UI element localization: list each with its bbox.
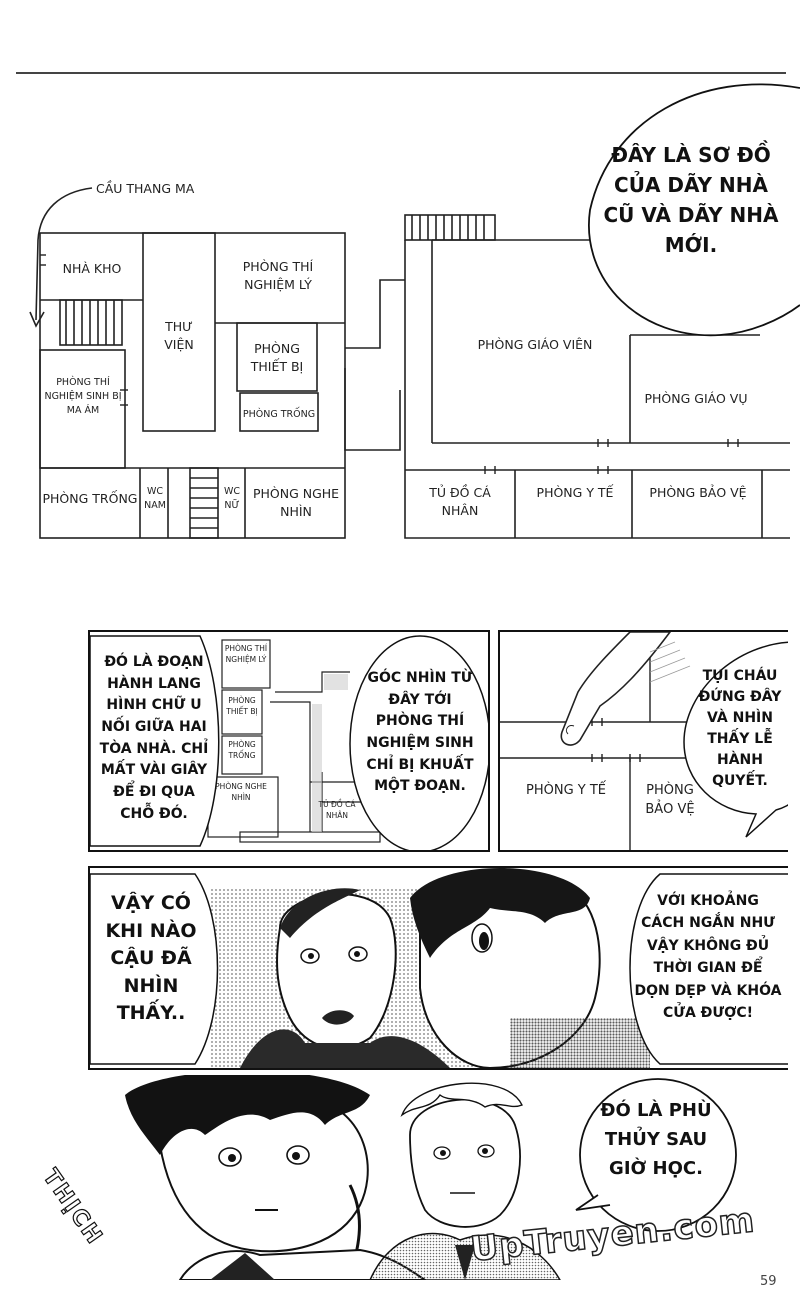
narration-bubble-shape [90, 635, 220, 847]
final-art [125, 1075, 561, 1280]
room-nghe-nhin: PHÒNG NGHE NHÌN [252, 486, 340, 520]
plan-bubble-text: ĐÂY LÀ SƠ ĐỒ CỦA DÃY NHÀ CŨ VÀ DÃY NHÀ M… [603, 143, 779, 257]
left-bubble-text: VẬY CÓ KHI NÀO CẬU ĐÃ NHÌN THẤY.. [105, 892, 197, 1025]
room-wc-nam: WC NAM [144, 486, 166, 511]
top-rule [16, 72, 786, 74]
corridor-map-drawing [207, 639, 390, 843]
narration-text: ĐÓ LÀ ĐOẠN HÀNH LANG HÌNH CHỮ U NỐI GIỮA… [99, 654, 209, 822]
map-label-nghe-nhin: PHÒNG NGHE NHÌN [215, 782, 267, 802]
panel-pointing-map: PHÒNG Y TẾ PHÒNG BẢO VỆ TỤI CHÁU ĐỨNG ĐÂ… [498, 630, 788, 852]
panel-final: THỊCH ĐÓ LÀ PHÙ THỦY SAU GIỜ HỌC. UpTruy… [30, 1075, 790, 1280]
room-bao-ve: PHÒNG BẢO VỆ [649, 485, 747, 500]
floor-plan-drawing [29, 187, 790, 539]
final-bubble-shape [575, 1078, 737, 1232]
final-bubble-text: ĐÓ LÀ PHÙ THỦY SAU GIỜ HỌC. [600, 1100, 712, 1179]
map-label-thi-nghiem-ly: PHÒNG THÍ NGHIỆM LÝ [224, 644, 268, 664]
room-y-te: PHÒNG Y TẾ [536, 485, 614, 500]
map-label-tu-do: TỦ ĐỒ CÁ NHÂN [318, 800, 356, 820]
panel-corridor-map: PHÒNG THÍ NGHIỆM LÝ PHÒNG THIẾT BỊ PHÒNG… [88, 630, 490, 852]
left-bubble-shape [90, 873, 219, 1065]
room-tu-do: TỦ ĐỒ CÁ NHÂN [429, 485, 491, 519]
map-label-y-te: PHÒNG Y TẾ [526, 783, 607, 798]
conversation-art [210, 868, 650, 1068]
panel-conversation: VẬY CÓ KHI NÀO CẬU ĐÃ NHÌN THẤY.. VỚI KH… [88, 866, 788, 1070]
pointing-bubble-text: TỤI CHÁU ĐỨNG ĐÂY VÀ NHÌN THẤY LỄ HÀNH Q… [698, 668, 782, 789]
room-thu-vien: THƯ VIỆN [164, 319, 194, 353]
room-phong-trong-small: PHÒNG TRỐNG [242, 409, 316, 420]
speech-bubble-shape [588, 83, 800, 337]
map-label-thiet-bi: PHÒNG THIẾT BỊ [226, 696, 258, 716]
room-thiet-bi: PHÒNG THIẾT BỊ [250, 341, 304, 375]
room-phong-trong: PHÒNG TRỐNG [42, 491, 138, 506]
pointing-bubble-shape [683, 641, 788, 838]
room-wc-nu: WC NỮ [223, 486, 241, 511]
room-giao-vu: PHÒNG GIÁO VỤ [644, 391, 748, 406]
room-nha-kho: NHÀ KHO [62, 261, 122, 276]
corridor-bubble-shape [349, 635, 488, 850]
right-bubble-text: VỚI KHOẢNG CÁCH NGẮN NHƯ VẬY KHÔNG ĐỦ TH… [634, 893, 782, 1021]
room-sinh-haunted: PHÒNG THÍ NGHIỆM SINH BỊ MA ÁM [44, 377, 122, 416]
map-label-bao-ve: PHÒNG BẢO VỆ [645, 783, 695, 817]
map-label-trong: PHÒNG TRỐNG [228, 740, 256, 760]
room-thi-nghiem-ly: PHÒNG THÍ NGHIỆM LÝ [242, 259, 314, 293]
corridor-bubble-text: GÓC NHÌN TỪ ĐÂY TỚI PHÒNG THÍ NGHIỆM SIN… [366, 670, 474, 795]
stair-caption: CẦU THANG MA [96, 181, 195, 196]
right-bubble-shape [629, 873, 788, 1065]
page-number: 59 [760, 1274, 777, 1289]
room-giao-vien: PHÒNG GIÁO VIÊN [477, 337, 593, 352]
